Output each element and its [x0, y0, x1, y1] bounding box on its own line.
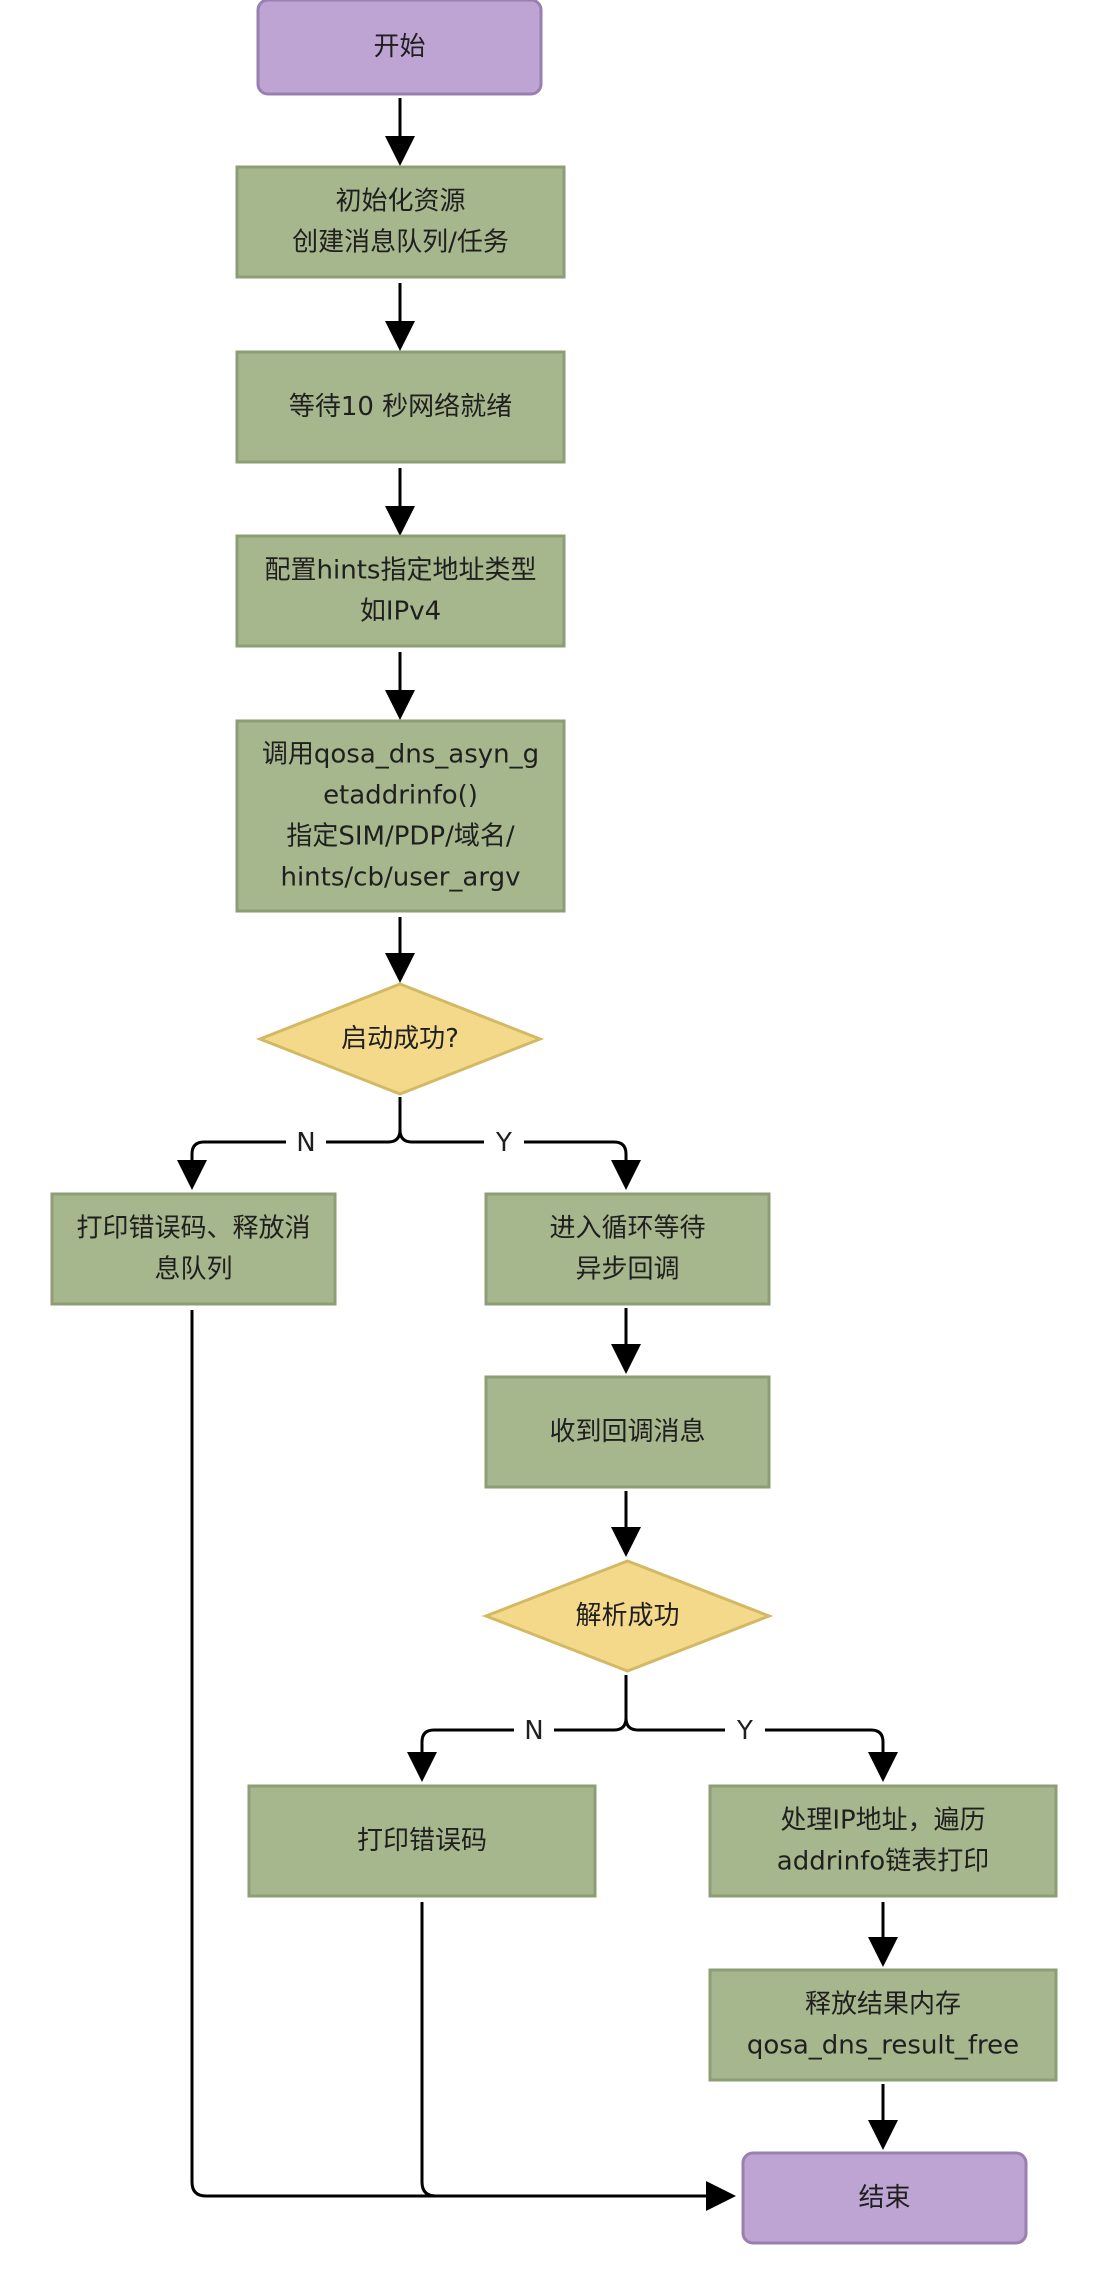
process-box [484, 1192, 771, 1306]
node-print-error: 打印错误码 [247, 1784, 597, 1898]
node-label-line: 等待10 秒网络就绪 [289, 392, 512, 422]
node-wait-network: 等待10 秒网络就绪 [235, 350, 566, 464]
node-label-line: 如IPv4 [360, 597, 441, 627]
node-label-line: qosa_dns_result_free [747, 2031, 1019, 2061]
node-label-line: 解析成功 [575, 1601, 679, 1631]
node-label-line: 指定SIM/PDP/域名/ [286, 822, 515, 852]
node-start-ok: 启动成功? [255, 982, 545, 1096]
node-label-line: 释放结果内存 [805, 1990, 961, 2020]
node-label-line: 息队列 [154, 1255, 232, 1285]
node-label-line: 创建消息队列/任务 [292, 228, 509, 258]
terminal-box [741, 2151, 1028, 2245]
process-box [235, 165, 566, 279]
node-label-line: 进入循环等待 [549, 1214, 705, 1244]
node-free-result: 释放结果内存 qosa_dns_result_free [708, 1968, 1058, 2082]
decision-diamond [255, 982, 545, 1096]
label-parse-ok-yes: Y [736, 1716, 753, 1746]
node-label-line: 打印错误码、释放消 [76, 1214, 310, 1244]
node-start: 开始 [256, 0, 543, 96]
branch-labels: N Y N Y [286, 1126, 765, 1746]
terminal-box [256, 0, 543, 96]
process-box [50, 1192, 337, 1306]
node-label-line: hints/cb/user_argv [280, 863, 520, 893]
node-label-line: 调用qosa_dns_asyn_g [262, 740, 539, 770]
node-label-line: 初始化资源 [335, 187, 465, 217]
node-parse-ok: 解析成功 [481, 1559, 774, 1673]
process-box [235, 534, 566, 648]
process-box [708, 1784, 1058, 1898]
node-label-line: 处理IP地址，遍历 [780, 1806, 985, 1836]
decision-diamond [481, 1559, 774, 1673]
node-process-ip: 处理IP地址，遍历 addrinfo链表打印 [708, 1784, 1058, 1898]
return-print-error-to-end [420, 1902, 730, 2198]
node-callback-received: 收到回调消息 [484, 1375, 771, 1489]
node-label-line: 打印错误码 [357, 1826, 487, 1856]
node-label-line: 异步回调 [575, 1255, 679, 1285]
label-start-ok-yes: Y [495, 1128, 512, 1158]
node-end: 结束 [741, 2151, 1028, 2245]
node-label-line: 结束 [858, 2183, 910, 2213]
node-label-line: addrinfo链表打印 [777, 1847, 989, 1877]
process-box [484, 1375, 771, 1489]
return-error-free-queue-to-end [190, 1310, 736, 2211]
process-box [235, 350, 566, 464]
node-label-line: 开始 [373, 32, 425, 62]
node-label-line: 收到回调消息 [549, 1417, 705, 1447]
label-start-ok-no: N [296, 1128, 315, 1158]
process-box [235, 719, 566, 913]
node-label-line: etaddrinfo() [323, 781, 478, 811]
label-parse-ok-no: N [524, 1716, 543, 1746]
node-call-getaddrinfo: 调用qosa_dns_asyn_g etaddrinfo() 指定SIM/PDP/域… [235, 719, 566, 913]
node-label-line: 启动成功? [341, 1024, 459, 1054]
node-label-line: 配置hints指定地址类型 [265, 556, 537, 586]
process-box [708, 1968, 1058, 2082]
process-box [247, 1784, 597, 1898]
